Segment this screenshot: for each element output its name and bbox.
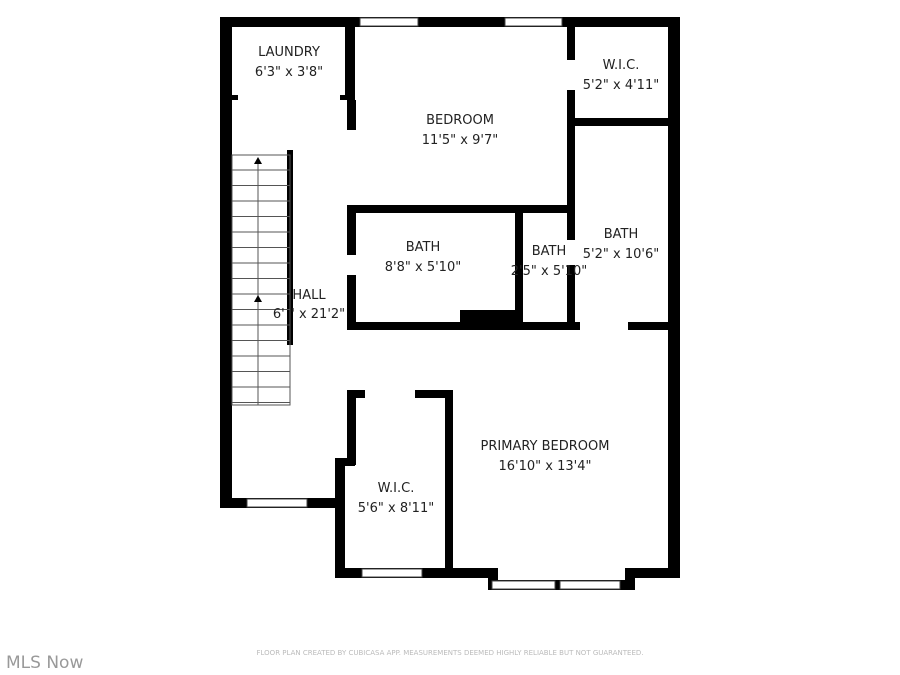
room-size: 6' " x 21'2"	[273, 307, 345, 322]
stairs	[231, 154, 291, 406]
room-size: 5'2" x 4'11"	[583, 78, 659, 93]
room-size: 6'3" x 3'8"	[255, 65, 323, 80]
room-size: 16'10" x 13'4"	[499, 459, 592, 474]
room-size: 2'5" x 5'10"	[511, 264, 587, 279]
room-name: BEDROOM	[426, 113, 494, 128]
disclaimer: FLOOR PLAN CREATED BY CUBICASA APP. MEAS…	[257, 649, 644, 657]
room-name: W.I.C.	[603, 58, 640, 73]
room-labels: LAUNDRY 6'3" x 3'8" BEDROOM 11'5" x 9'7"…	[255, 45, 659, 516]
room-name: W.I.C.	[378, 481, 415, 496]
room-size: 5'2" x 10'6"	[583, 247, 659, 262]
watermark-logo: MLS Now	[6, 653, 83, 673]
room-name: BATH	[532, 244, 567, 259]
room-name: BATH	[406, 240, 441, 255]
room-size: 8'8" x 5'10"	[385, 260, 461, 275]
room-name: BATH	[604, 227, 639, 242]
room-name: PRIMARY BEDROOM	[481, 439, 610, 454]
windows	[246, 17, 621, 590]
room-size: 5'6" x 8'11"	[358, 501, 434, 516]
room-name: HALL	[292, 288, 326, 303]
room-size: 11'5" x 9'7"	[422, 133, 498, 148]
room-name: LAUNDRY	[258, 45, 320, 60]
